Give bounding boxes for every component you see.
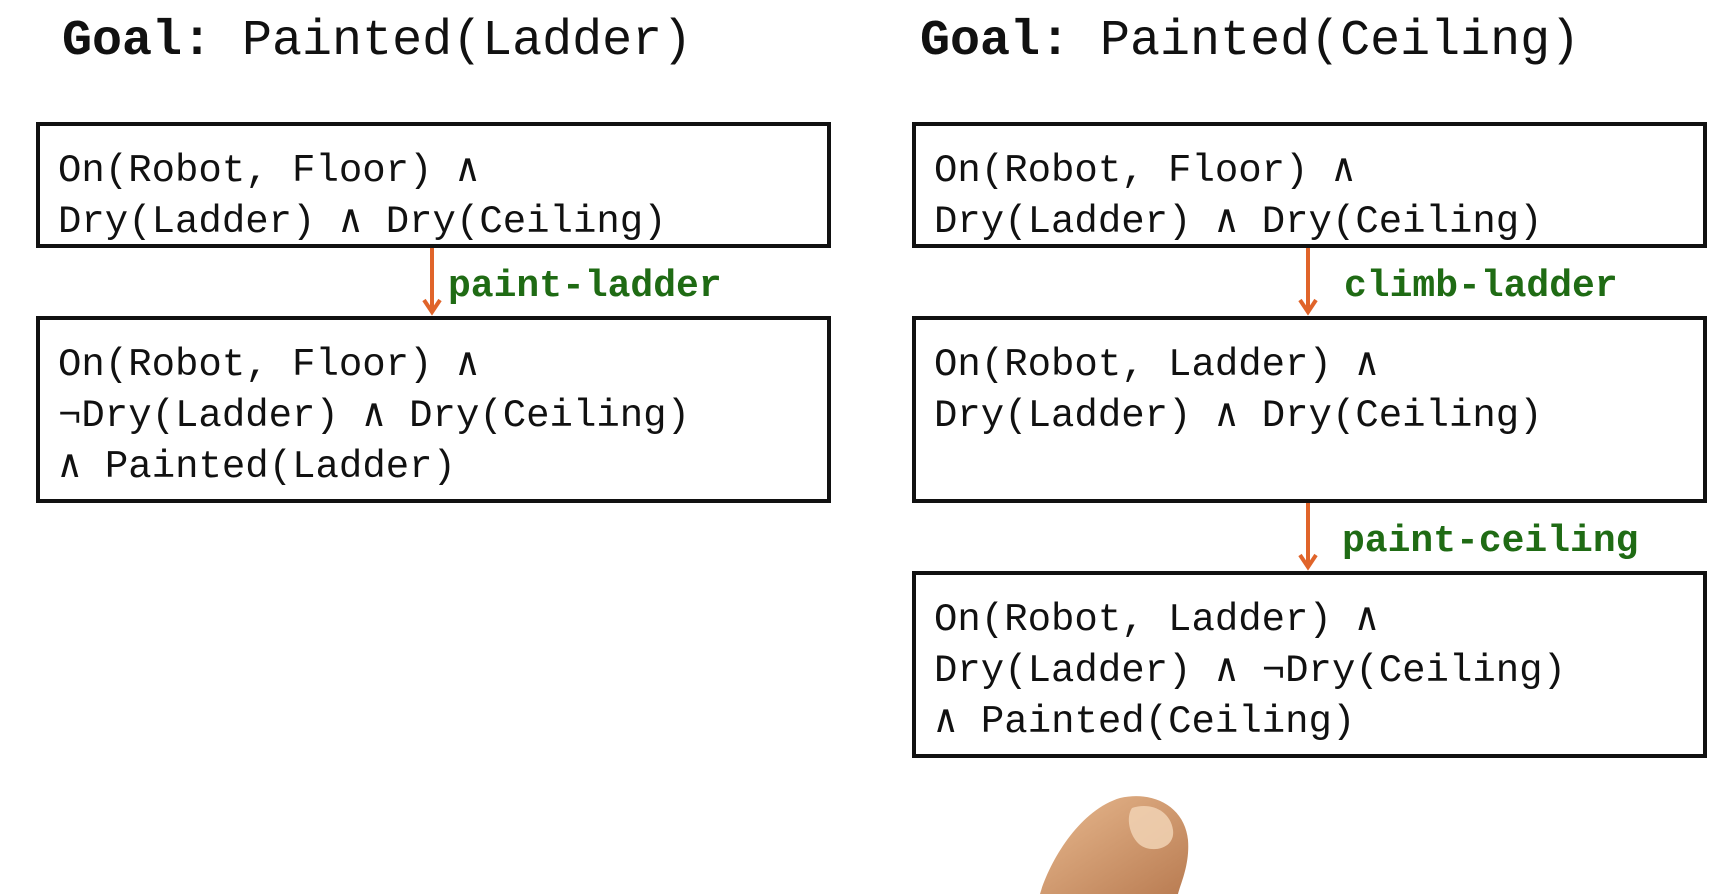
goal-heading-right: Goal: Painted(Ceiling) [920,12,1580,72]
state-line: On(Robot, Ladder) ∧ [934,343,1379,387]
presenter-finger-icon [1040,796,1189,894]
goal-label: Goal: [920,13,1071,70]
state-box-right-middle: On(Robot, Ladder) ∧ Dry(Ladder) ∧ Dry(Ce… [912,316,1707,503]
state-line: Dry(Ladder) ∧ Dry(Ceiling) [58,200,667,244]
goal-value: Painted(Ceiling) [1100,13,1581,70]
goal-heading-left: Goal: Painted(Ladder) [62,12,692,72]
transition-arrow [1298,248,1318,316]
state-line: ∧ Painted(Ladder) [58,445,456,489]
state-line: Dry(Ladder) ∧ ¬Dry(Ceiling) [934,649,1566,693]
state-box-left-result: On(Robot, Floor) ∧ ¬Dry(Ladder) ∧ Dry(Ce… [36,316,831,503]
state-line: Dry(Ladder) ∧ Dry(Ceiling) [934,200,1543,244]
goal-label: Goal: [62,13,213,70]
state-line: On(Robot, Floor) ∧ [58,343,480,387]
goal-value: Painted(Ladder) [242,13,693,70]
action-label-paint-ladder: paint-ladder [448,265,722,308]
action-label-climb-ladder: climb-ladder [1344,265,1618,308]
state-line: On(Robot, Ladder) ∧ [934,598,1379,642]
transition-arrow [1298,503,1318,571]
state-box-right-result: On(Robot, Ladder) ∧ Dry(Ladder) ∧ ¬Dry(C… [912,571,1707,758]
state-line: On(Robot, Floor) ∧ [934,149,1356,193]
state-box-right-initial: On(Robot, Floor) ∧ Dry(Ladder) ∧ Dry(Cei… [912,122,1707,248]
action-label-paint-ceiling: paint-ceiling [1342,520,1639,563]
state-line: On(Robot, Floor) ∧ [58,149,480,193]
transition-arrow [422,248,442,316]
state-line: ∧ Painted(Ceiling) [934,700,1356,744]
state-line: Dry(Ladder) ∧ Dry(Ceiling) [934,394,1543,438]
state-box-left-initial: On(Robot, Floor) ∧ Dry(Ladder) ∧ Dry(Cei… [36,122,831,248]
state-line: ¬Dry(Ladder) ∧ Dry(Ceiling) [58,394,690,438]
